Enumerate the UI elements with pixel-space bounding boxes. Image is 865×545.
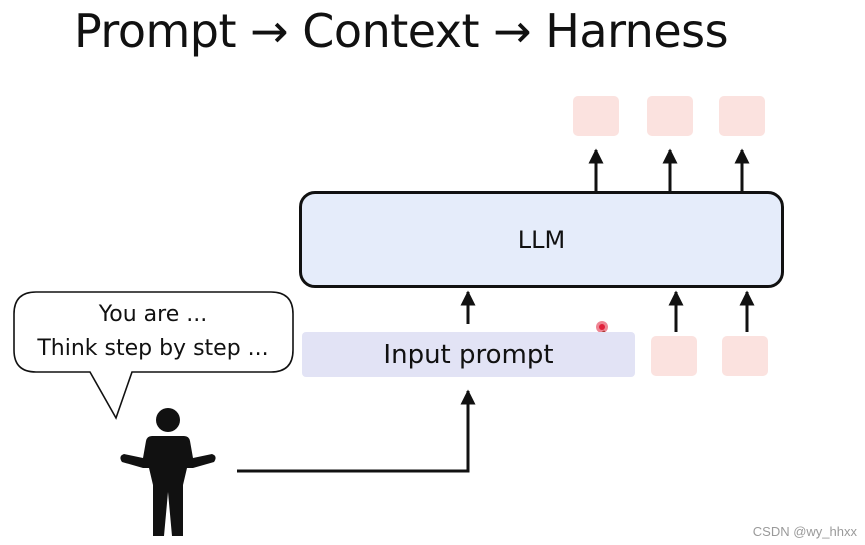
context-token bbox=[651, 336, 697, 376]
person-to-prompt-connector bbox=[237, 389, 476, 473]
slide-title: Prompt → Context → Harness bbox=[74, 4, 729, 58]
watermark: CSDN @wy_hhxx bbox=[752, 524, 857, 539]
llm-label: LLM bbox=[517, 225, 566, 254]
speech-line-2: Think step by step ... bbox=[37, 336, 269, 361]
input-prompt-box: Input prompt bbox=[302, 332, 635, 377]
speech-line-1: You are ... bbox=[98, 302, 208, 327]
speech-bubble-outline bbox=[13, 291, 294, 420]
input-prompt-label: Input prompt bbox=[383, 339, 554, 370]
output-token bbox=[647, 96, 693, 136]
output-token bbox=[573, 96, 619, 136]
context-token bbox=[722, 336, 768, 376]
speech-bubble-text: You are ... Think step by step ... bbox=[14, 298, 292, 366]
output-token bbox=[719, 96, 765, 136]
llm-box: LLM bbox=[299, 191, 784, 288]
person-icon bbox=[120, 408, 216, 536]
